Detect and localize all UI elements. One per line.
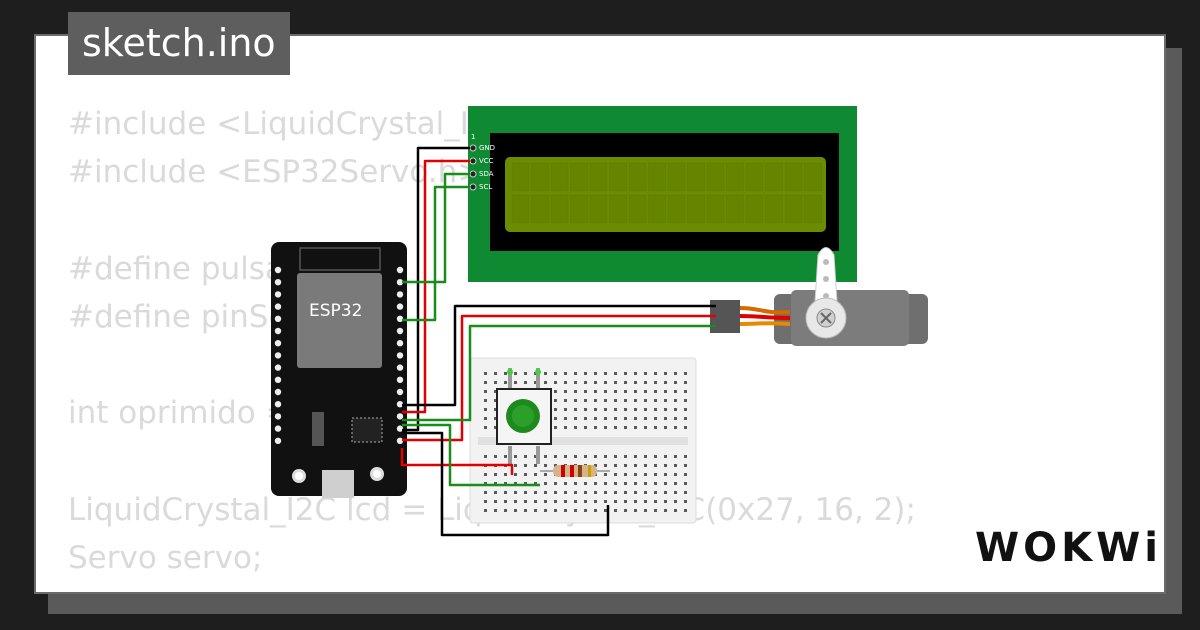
- lcd-pin-vcc: VCC: [479, 157, 494, 165]
- esp32-chip-label: ESP32: [309, 301, 362, 321]
- wokwi-logo: WOKWi: [975, 525, 1162, 571]
- code-line: #include <ESP32Servo.h>: [68, 154, 484, 191]
- lcd-display[interactable]: 1 GND VCC SDA SCL: [468, 106, 857, 282]
- lcd-pin1-marker: 1: [471, 133, 475, 141]
- esp32-board[interactable]: ESP32: [271, 242, 407, 498]
- lcd-pin-sda: SDA: [479, 170, 494, 178]
- lcd-pin-gnd: GND: [479, 144, 495, 152]
- wires: [400, 146, 716, 537]
- lcd-pins: GND VCC SDA SCL: [469, 144, 495, 191]
- push-button[interactable]: [496, 368, 552, 464]
- code-line: Servo servo;: [68, 539, 263, 576]
- lcd-pin-scl: SCL: [479, 183, 492, 191]
- resistor[interactable]: [540, 465, 610, 477]
- file-tab[interactable]: sketch.ino: [68, 12, 290, 75]
